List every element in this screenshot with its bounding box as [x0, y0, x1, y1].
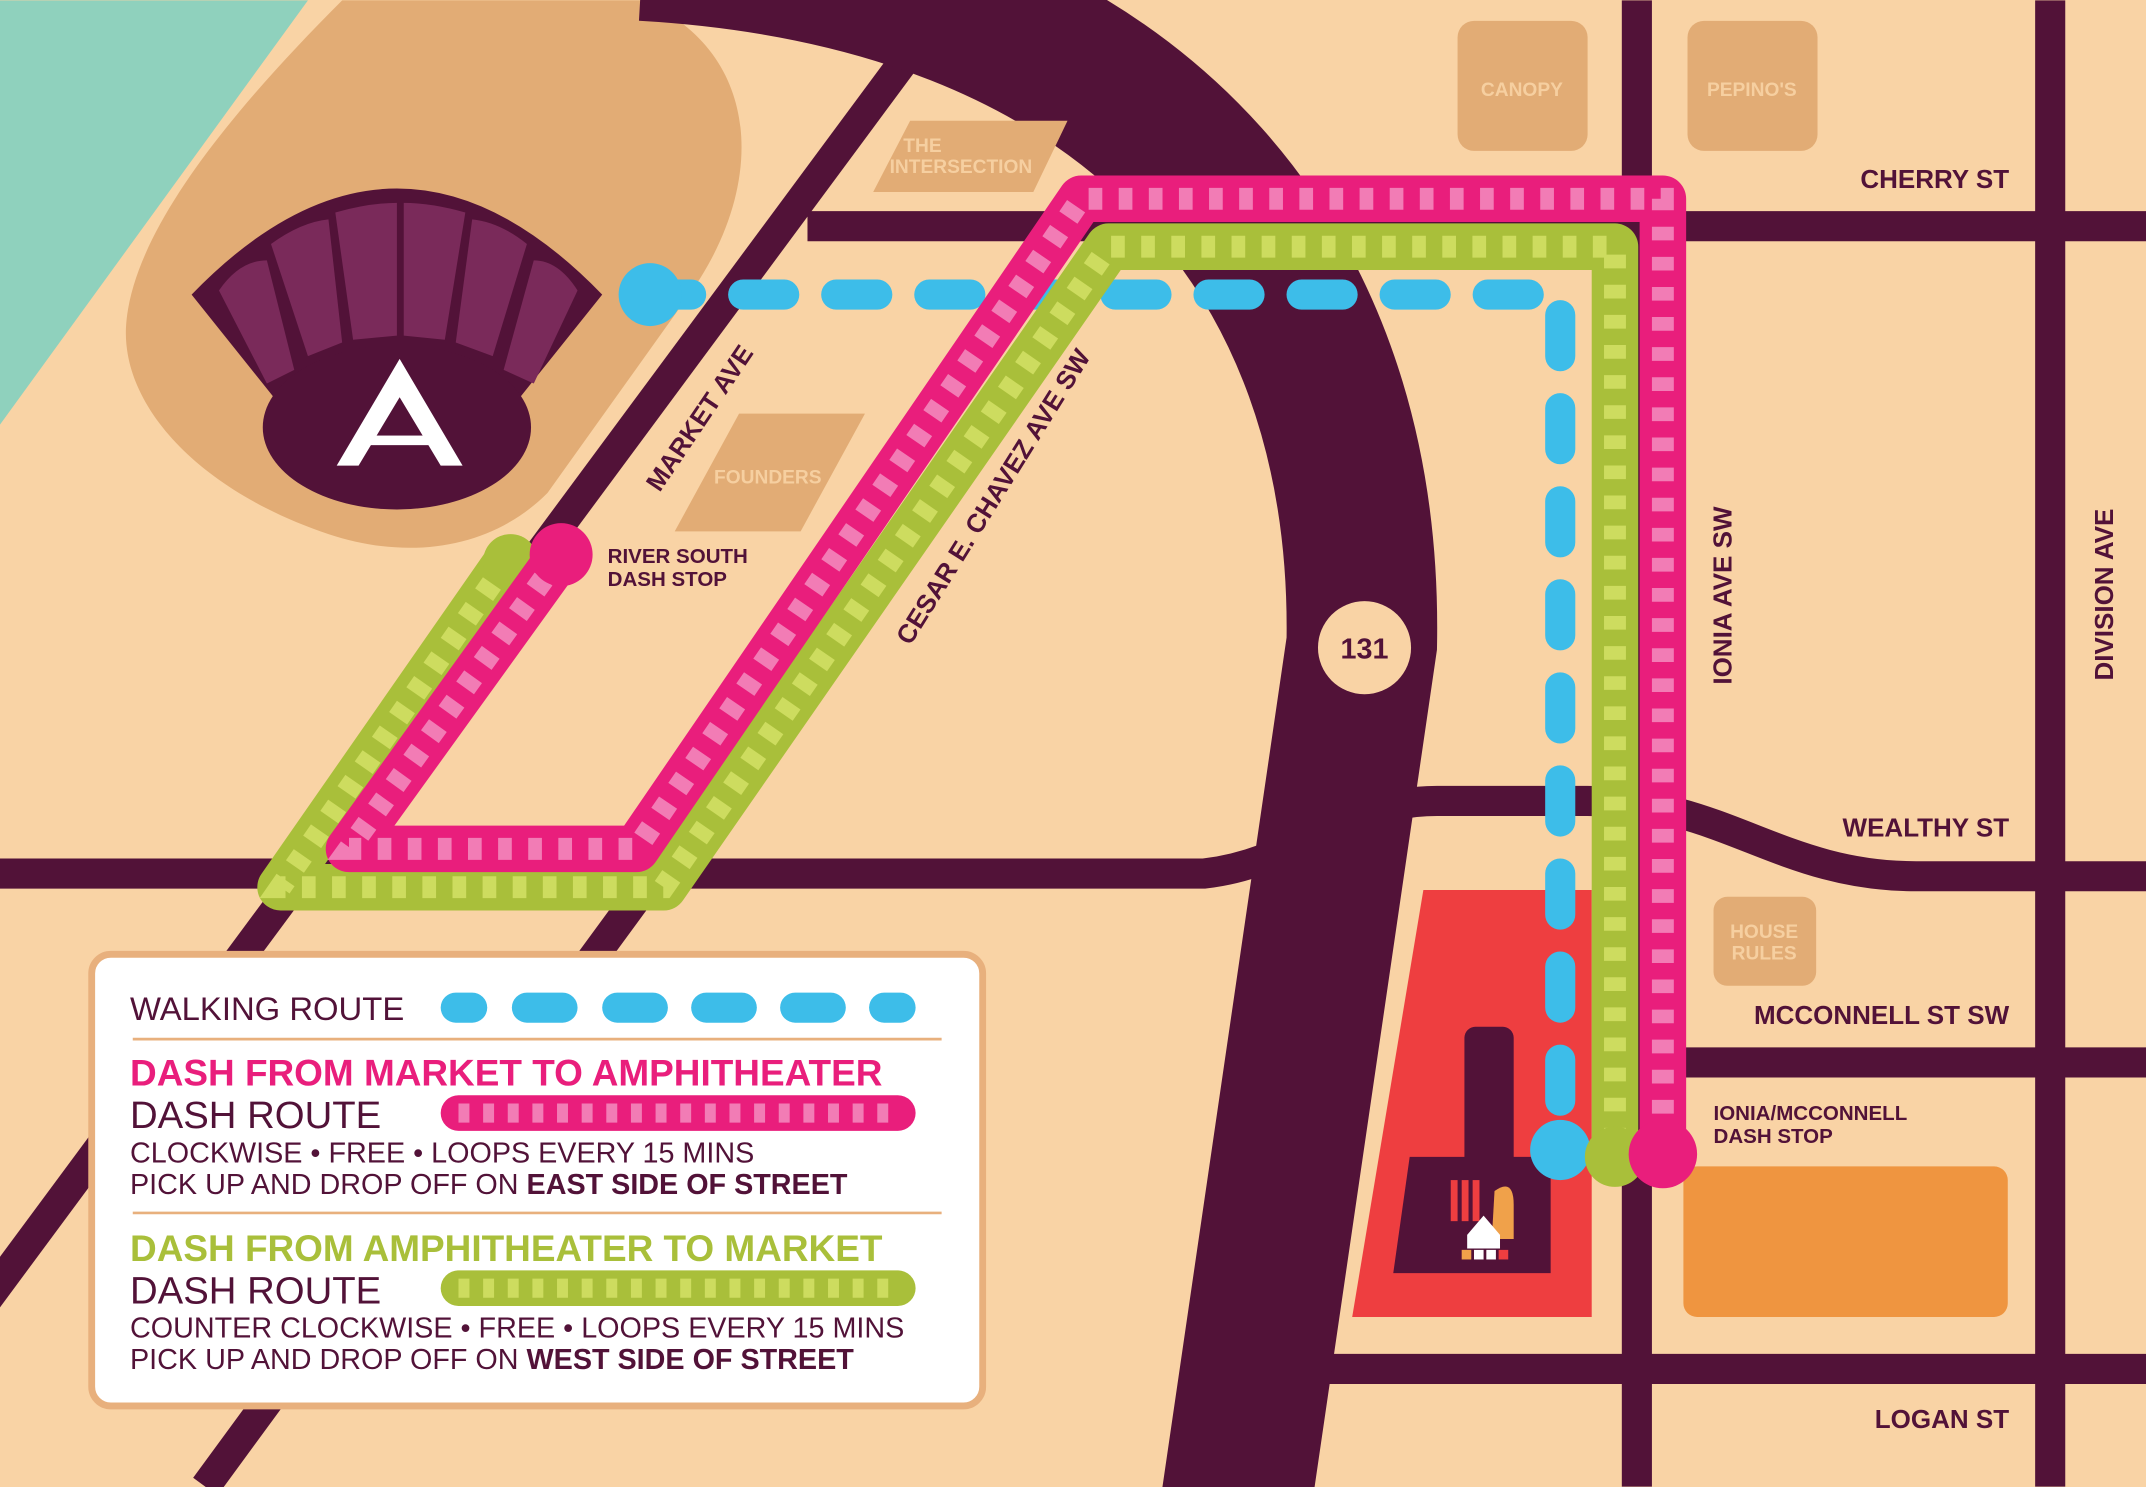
highway-131-label: 131 — [1341, 634, 1389, 666]
building-the-intersection — [873, 120, 1068, 192]
building-house-rules — [1713, 896, 1817, 986]
legend: WALKING ROUTE DASH FROM MARKET TO AMPHIT… — [88, 950, 987, 1410]
street-division: DIVISION AVE — [2089, 509, 2119, 681]
label-intersection-line2: INTERSECTION — [890, 157, 1033, 178]
label-house-rules-line1: HOUSE — [1730, 922, 1798, 943]
street-ionia: IONIA AVE SW — [1707, 506, 1737, 685]
street-logan: LOGAN ST — [1875, 1404, 2009, 1434]
building-founders — [674, 413, 865, 532]
walking-route — [618, 263, 1591, 1181]
stop-river-south-line2: DASH STOP — [608, 568, 727, 591]
green-stop-dot-ionia — [1584, 1126, 1646, 1187]
dash-route-market-to-amphitheater — [325, 175, 1698, 1189]
street-cherry: CHERRY ST — [1860, 164, 2009, 194]
legend-green-title: DASH FROM AMPHITHEATER TO MARKET — [130, 1228, 883, 1269]
legend-green-route-label: DASH ROUTE — [130, 1269, 381, 1312]
label-house-rules-line2: RULES — [1732, 944, 1797, 965]
legend-pink-route-label: DASH ROUTE — [130, 1094, 381, 1137]
label-canopy: CANOPY — [1481, 80, 1563, 101]
pink-stop-dot-ionia — [1628, 1119, 1698, 1189]
building-pepinos — [1687, 20, 1818, 151]
pink-stop-dot-river-south — [529, 523, 593, 587]
orange-block — [1683, 1166, 2008, 1317]
walking-start-dot — [618, 263, 682, 327]
label-founders: FOUNDERS — [714, 467, 822, 488]
legend-pink-desc: CLOCKWISE • FREE • LOOPS EVERY 15 MINS — [130, 1137, 754, 1169]
legend-pink-title: DASH FROM MARKET TO AMPHITHEATER — [130, 1053, 882, 1094]
stop-river-south-line1: RIVER SOUTH — [608, 545, 748, 568]
highway-131 — [638, 0, 1438, 1487]
label-intersection-line1: THE — [903, 136, 942, 157]
stop-ionia-mcconnell-line2: DASH STOP — [1714, 1125, 1833, 1148]
legend-green-pickup: PICK UP AND DROP OFF ON WEST SIDE OF STR… — [130, 1344, 854, 1376]
highway-131-shield — [1317, 601, 1412, 695]
dash-route-amphitheater-to-market — [257, 223, 1646, 1187]
label-pepinos: PEPINO'S — [1707, 80, 1797, 101]
street-mcconnell: MCCONNELL ST SW — [1754, 1000, 2010, 1030]
river-water — [0, 0, 308, 425]
market-fork-house-icon — [1393, 1026, 1551, 1274]
legend-walking-label: WALKING ROUTE — [130, 990, 404, 1027]
walking-end-dot — [1530, 1119, 1591, 1181]
street-wealthy: WEALTHY ST — [1843, 813, 2010, 843]
stop-ionia-mcconnell-line1: IONIA/MCCONNELL — [1714, 1102, 1908, 1125]
building-canopy — [1457, 20, 1588, 151]
legend-green-desc: COUNTER CLOCKWISE • FREE • LOOPS EVERY 1… — [130, 1312, 904, 1344]
legend-walking-swatch — [440, 992, 916, 1023]
amphitheater-logo-icon — [191, 188, 603, 510]
legend-pink-pickup: PICK UP AND DROP OFF ON EAST SIDE OF STR… — [130, 1169, 848, 1201]
